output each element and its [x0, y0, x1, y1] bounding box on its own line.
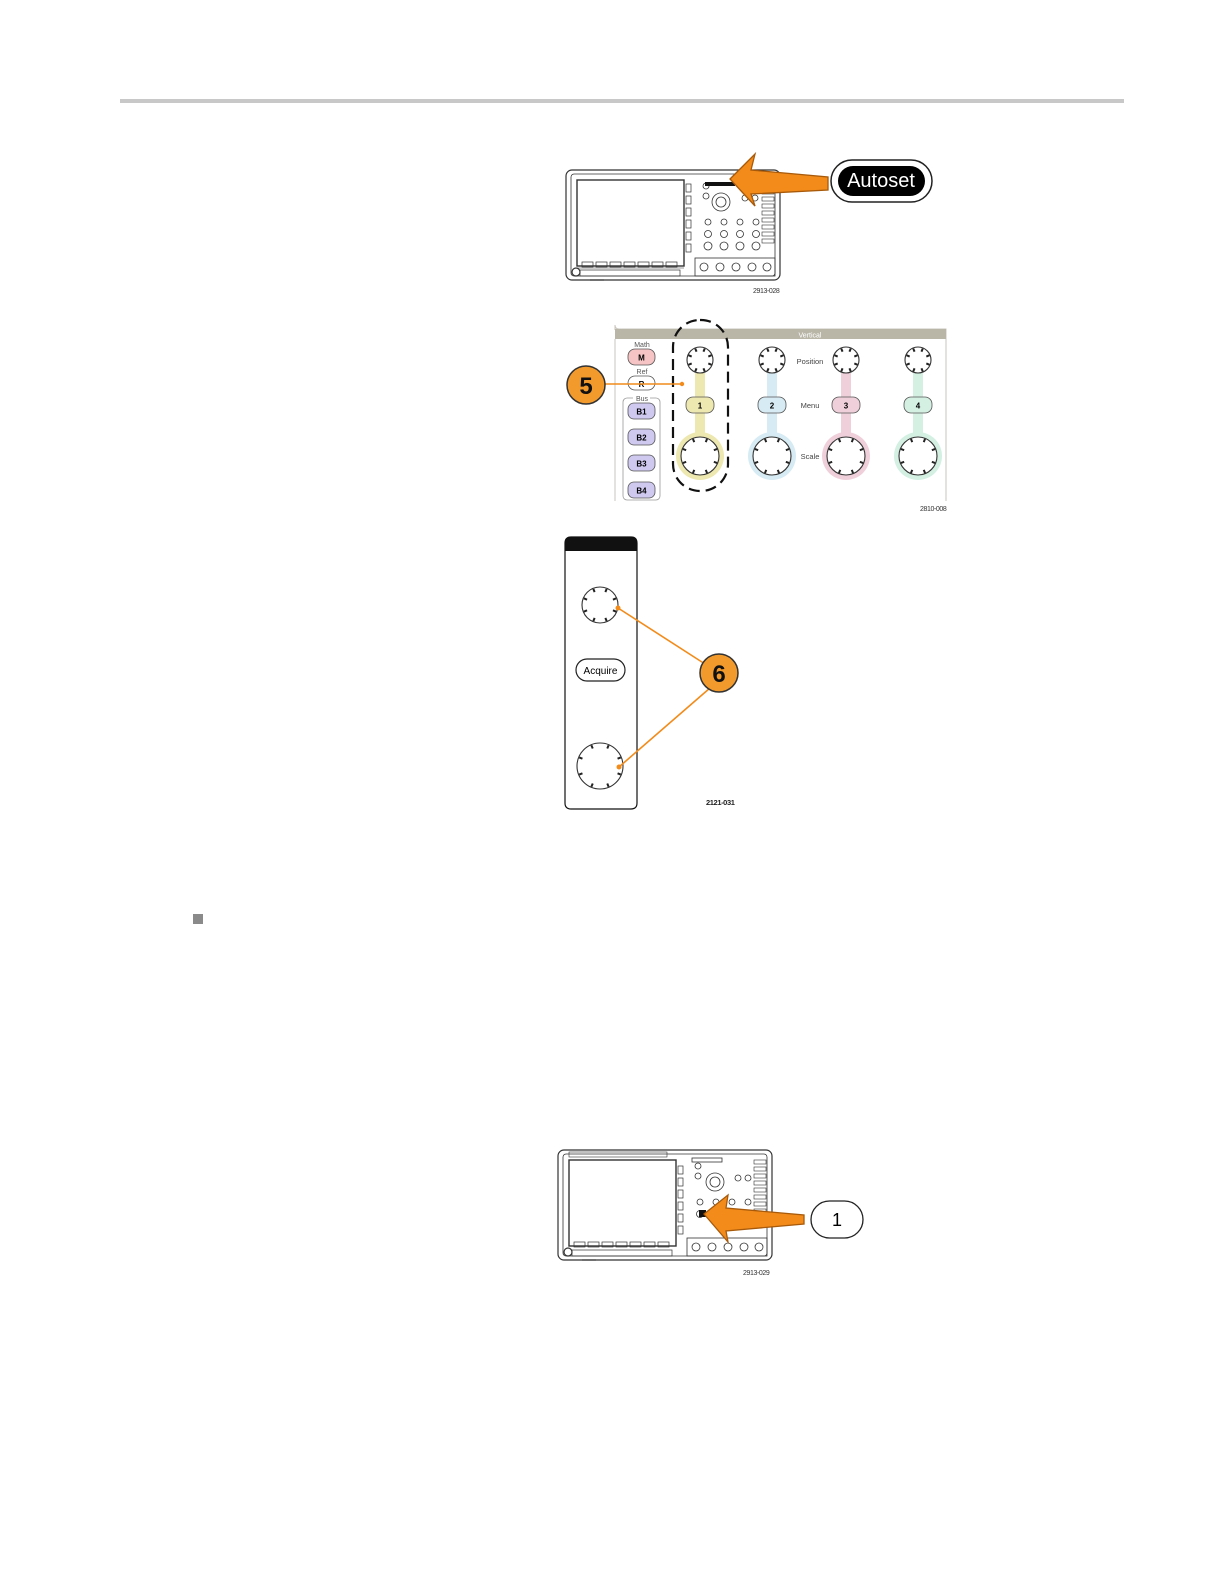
channel-1-position-knob[interactable]: [687, 347, 713, 373]
autoset-label: Autoset: [847, 170, 915, 192]
bus-button-b3-label: B3: [636, 460, 647, 469]
channel-3-position-knob[interactable]: [833, 347, 859, 373]
scale-label: Scale: [801, 452, 820, 461]
channel-2-scale-knob[interactable]: [753, 437, 791, 475]
screen-side-buttons: [686, 184, 691, 252]
channel-2-column: 2: [748, 347, 796, 480]
figure-autoset: Autoset 2913-028: [560, 150, 950, 300]
callout-1-label: 1: [832, 1210, 842, 1230]
figure-acquire-controls: Acquire 6 2121-031: [560, 535, 750, 815]
channel-3-menu-label: 3: [844, 402, 849, 411]
channel-1-scale-knob[interactable]: [681, 437, 719, 475]
bus-buttons: B1 B2 B3 B4: [628, 403, 655, 498]
math-label: Math: [634, 342, 650, 349]
channel-2-menu-label: 2: [770, 402, 775, 411]
figure-code: 2913-029: [743, 1270, 770, 1277]
figure-code: 2810-008: [920, 506, 947, 513]
channel-3-column: 3: [822, 347, 870, 480]
knob-lower[interactable]: [577, 743, 623, 789]
control-strip-header: [565, 537, 637, 551]
channel-2-position-knob[interactable]: [759, 347, 785, 373]
bottom-menu-buttons: [580, 262, 680, 276]
bus-button-b4-label: B4: [636, 487, 647, 496]
channel-1-menu-label: 1: [698, 402, 703, 411]
bus-button-b2-label: B2: [636, 434, 647, 443]
callout-5-label: 5: [579, 373, 592, 400]
autoset-arrow: [730, 154, 828, 206]
ref-label: Ref: [637, 369, 648, 376]
callout-6-label: 6: [712, 661, 725, 688]
figure-code: 2121-031: [706, 798, 735, 807]
channel-4-position-knob[interactable]: [905, 347, 931, 373]
knob-upper-face: [582, 587, 618, 623]
bullet-marker: [193, 914, 203, 924]
channel-3-scale-knob[interactable]: [827, 437, 865, 475]
bus-button-b1-label: B1: [636, 408, 647, 417]
acquire-button-label: Acquire: [584, 666, 618, 677]
channel-1-column: 1: [676, 347, 724, 480]
vertical-panel-header: [615, 329, 946, 339]
figure-code: 2913-028: [753, 288, 780, 295]
bus-label: Bus: [636, 396, 649, 403]
vertical-panel-title: Vertical: [799, 333, 822, 340]
menu-label: Menu: [801, 401, 820, 410]
channel-4-scale-knob[interactable]: [899, 437, 937, 475]
knob-lower-face: [577, 743, 623, 789]
channel-4-menu-label: 4: [916, 402, 921, 411]
header-rule: [120, 99, 1124, 103]
knob-upper[interactable]: [582, 587, 618, 623]
figure-vertical-controls: Vertical Math M Ref R Bus B1 B2 B3 B4 12…: [560, 315, 952, 520]
position-label: Position: [797, 357, 824, 366]
probe-inputs: [695, 258, 775, 276]
figure-front-panel-callout-1: 1 2913-029: [552, 1140, 872, 1280]
math-button-label: M: [638, 354, 645, 363]
right-keypad: [762, 190, 774, 243]
oscilloscope-front-panel: [558, 1150, 772, 1260]
channel-4-column: 4: [894, 347, 942, 480]
